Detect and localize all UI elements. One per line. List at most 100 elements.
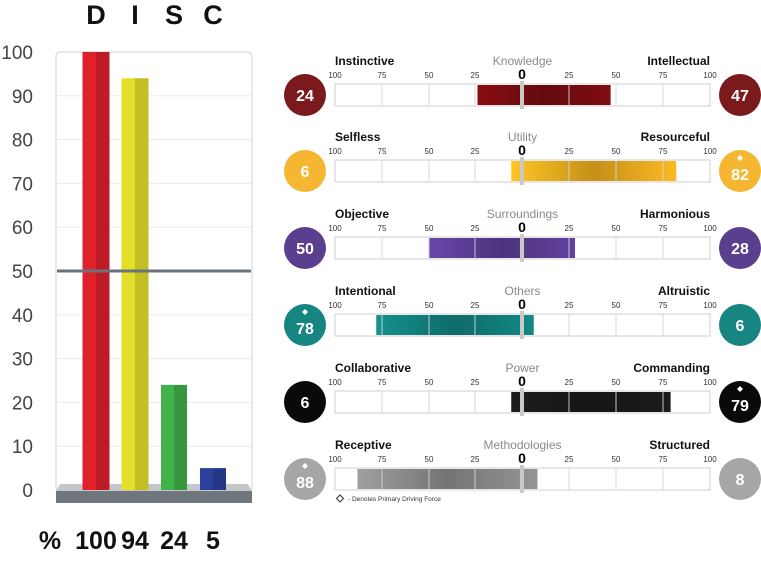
left-trait-label: Selfless — [335, 130, 381, 144]
scale-label: 100 — [703, 147, 717, 156]
scale-label: 100 — [328, 224, 342, 233]
right-score-circle — [719, 74, 761, 116]
left-trait-label: Receptive — [335, 438, 392, 452]
scale-label: 75 — [659, 455, 668, 464]
right-score-value: 8 — [736, 472, 745, 489]
scale-label: 100 — [703, 455, 717, 464]
right-score-circle — [719, 458, 761, 500]
scale-label: 75 — [378, 378, 387, 387]
primary-driver-diamond-icon — [302, 463, 308, 469]
left-trait-label: Instinctive — [335, 54, 395, 68]
scale-label: 25 — [565, 224, 574, 233]
y-tick-label: 0 — [22, 481, 33, 502]
right-score-circle — [719, 304, 761, 346]
motivator-title: Power — [505, 361, 539, 375]
right-score-value: 28 — [731, 241, 749, 258]
scale-label: 100 — [328, 147, 342, 156]
scale-label: 0 — [518, 66, 526, 82]
scale-label: 75 — [378, 71, 387, 80]
scale-label: 25 — [565, 301, 574, 310]
y-tick-label: 70 — [12, 174, 33, 195]
left-trait-label: Objective — [335, 207, 389, 221]
scale-label: 50 — [612, 455, 621, 464]
scale-label: 100 — [703, 301, 717, 310]
scale-label: 25 — [471, 71, 480, 80]
scale-label: 75 — [378, 455, 387, 464]
scale-label: 50 — [425, 71, 434, 80]
motivator-title: Others — [504, 284, 540, 298]
scale-label: 25 — [471, 147, 480, 156]
scale-label: 75 — [378, 147, 387, 156]
scale-label: 50 — [612, 378, 621, 387]
disc-value-i: 94 — [121, 527, 149, 555]
scale-label: 100 — [328, 71, 342, 80]
scale-label: 50 — [425, 224, 434, 233]
y-tick-label: 20 — [12, 393, 33, 414]
center-marker — [520, 234, 524, 262]
bar-i — [121, 78, 149, 490]
left-score-value: 78 — [296, 321, 314, 338]
bar-front — [121, 78, 135, 490]
scale-label: 100 — [703, 71, 717, 80]
scale-label: 0 — [518, 373, 526, 389]
right-score-value: 6 — [736, 318, 745, 335]
disc-letter-d: D — [86, 0, 106, 30]
motivator-title: Surroundings — [487, 207, 558, 221]
left-score-value: 6 — [301, 395, 310, 412]
left-score-circle — [284, 227, 326, 269]
left-score-circle — [284, 458, 326, 500]
right-score-circle — [719, 150, 761, 192]
scale-label: 25 — [471, 455, 480, 464]
disc-value-d: 100 — [75, 527, 117, 555]
scale-label: 25 — [471, 224, 480, 233]
scale-label: 75 — [659, 147, 668, 156]
y-tick-label: 80 — [12, 131, 33, 152]
bar-front — [200, 468, 213, 490]
primary-driver-diamond-icon — [302, 309, 308, 315]
scale-label: 50 — [425, 455, 434, 464]
scale-label: 25 — [565, 455, 574, 464]
scale-label: 0 — [518, 296, 526, 312]
disc-value-c: 5 — [206, 527, 220, 555]
left-score-value: 50 — [296, 241, 314, 258]
bar-side — [174, 384, 187, 490]
scale-label: 100 — [703, 378, 717, 387]
motivator-bar — [376, 315, 534, 335]
right-score-circle — [719, 227, 761, 269]
left-trait-label: Collaborative — [335, 361, 411, 375]
scale-label: 0 — [518, 142, 526, 158]
motivator-bar — [511, 161, 677, 181]
percent-label: % — [39, 527, 61, 555]
y-tick-label: 40 — [12, 306, 33, 327]
scale-label: 50 — [612, 224, 621, 233]
motivator-title: Utility — [508, 130, 537, 144]
scale-label: 25 — [565, 378, 574, 387]
scale-label: 50 — [612, 301, 621, 310]
scale-label: 100 — [328, 378, 342, 387]
center-marker — [520, 388, 524, 416]
right-trait-label: Resourceful — [641, 130, 710, 144]
right-trait-label: Commanding — [633, 361, 710, 375]
scale-label: 25 — [471, 301, 480, 310]
diamond-legend-icon — [335, 494, 345, 503]
right-score-value: 47 — [731, 88, 749, 105]
disc-letter-c: C — [203, 0, 223, 30]
center-marker — [520, 465, 524, 493]
bar-c — [200, 468, 226, 490]
center-marker — [520, 157, 524, 185]
chart-base — [56, 491, 252, 503]
scale-label: 75 — [378, 224, 387, 233]
right-score-circle — [719, 381, 761, 423]
y-tick-label: 10 — [12, 437, 33, 458]
disc-value-s: 24 — [160, 527, 188, 555]
center-marker — [520, 311, 524, 339]
left-score-value: 88 — [296, 475, 314, 492]
left-trait-label: Intentional — [335, 284, 396, 298]
scale-label: 25 — [471, 378, 480, 387]
scale-label: 75 — [659, 224, 668, 233]
